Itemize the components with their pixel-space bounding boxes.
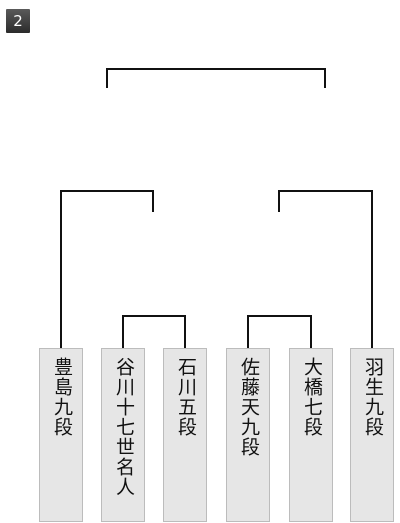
- player-name: 谷川十七世名人: [113, 357, 135, 497]
- player-name: 大橋七段: [301, 357, 323, 437]
- bracket-left-semifinal: [60, 190, 154, 348]
- tournament-bracket-lines: [60, 68, 373, 348]
- player-name: 羽生九段: [362, 357, 384, 437]
- bracket-left-first-round: [122, 315, 186, 348]
- bracket-right-first-round: [247, 315, 312, 348]
- bracket-final: [106, 68, 326, 88]
- player-box-ishikawa: 石川五段: [163, 348, 207, 522]
- player-box-habu: 羽生九段: [350, 348, 394, 522]
- round-badge: 2: [6, 9, 30, 33]
- player-name: 佐藤天九段: [238, 357, 260, 457]
- bracket-right-semifinal: [278, 190, 373, 348]
- player-box-sato: 佐藤天九段: [226, 348, 270, 522]
- player-name: 豊島九段: [51, 357, 73, 437]
- player-box-ohashi: 大橋七段: [289, 348, 333, 522]
- player-name: 石川五段: [175, 357, 197, 437]
- player-box-toyoshima: 豊島九段: [39, 348, 83, 522]
- player-box-tanigawa: 谷川十七世名人: [101, 348, 145, 522]
